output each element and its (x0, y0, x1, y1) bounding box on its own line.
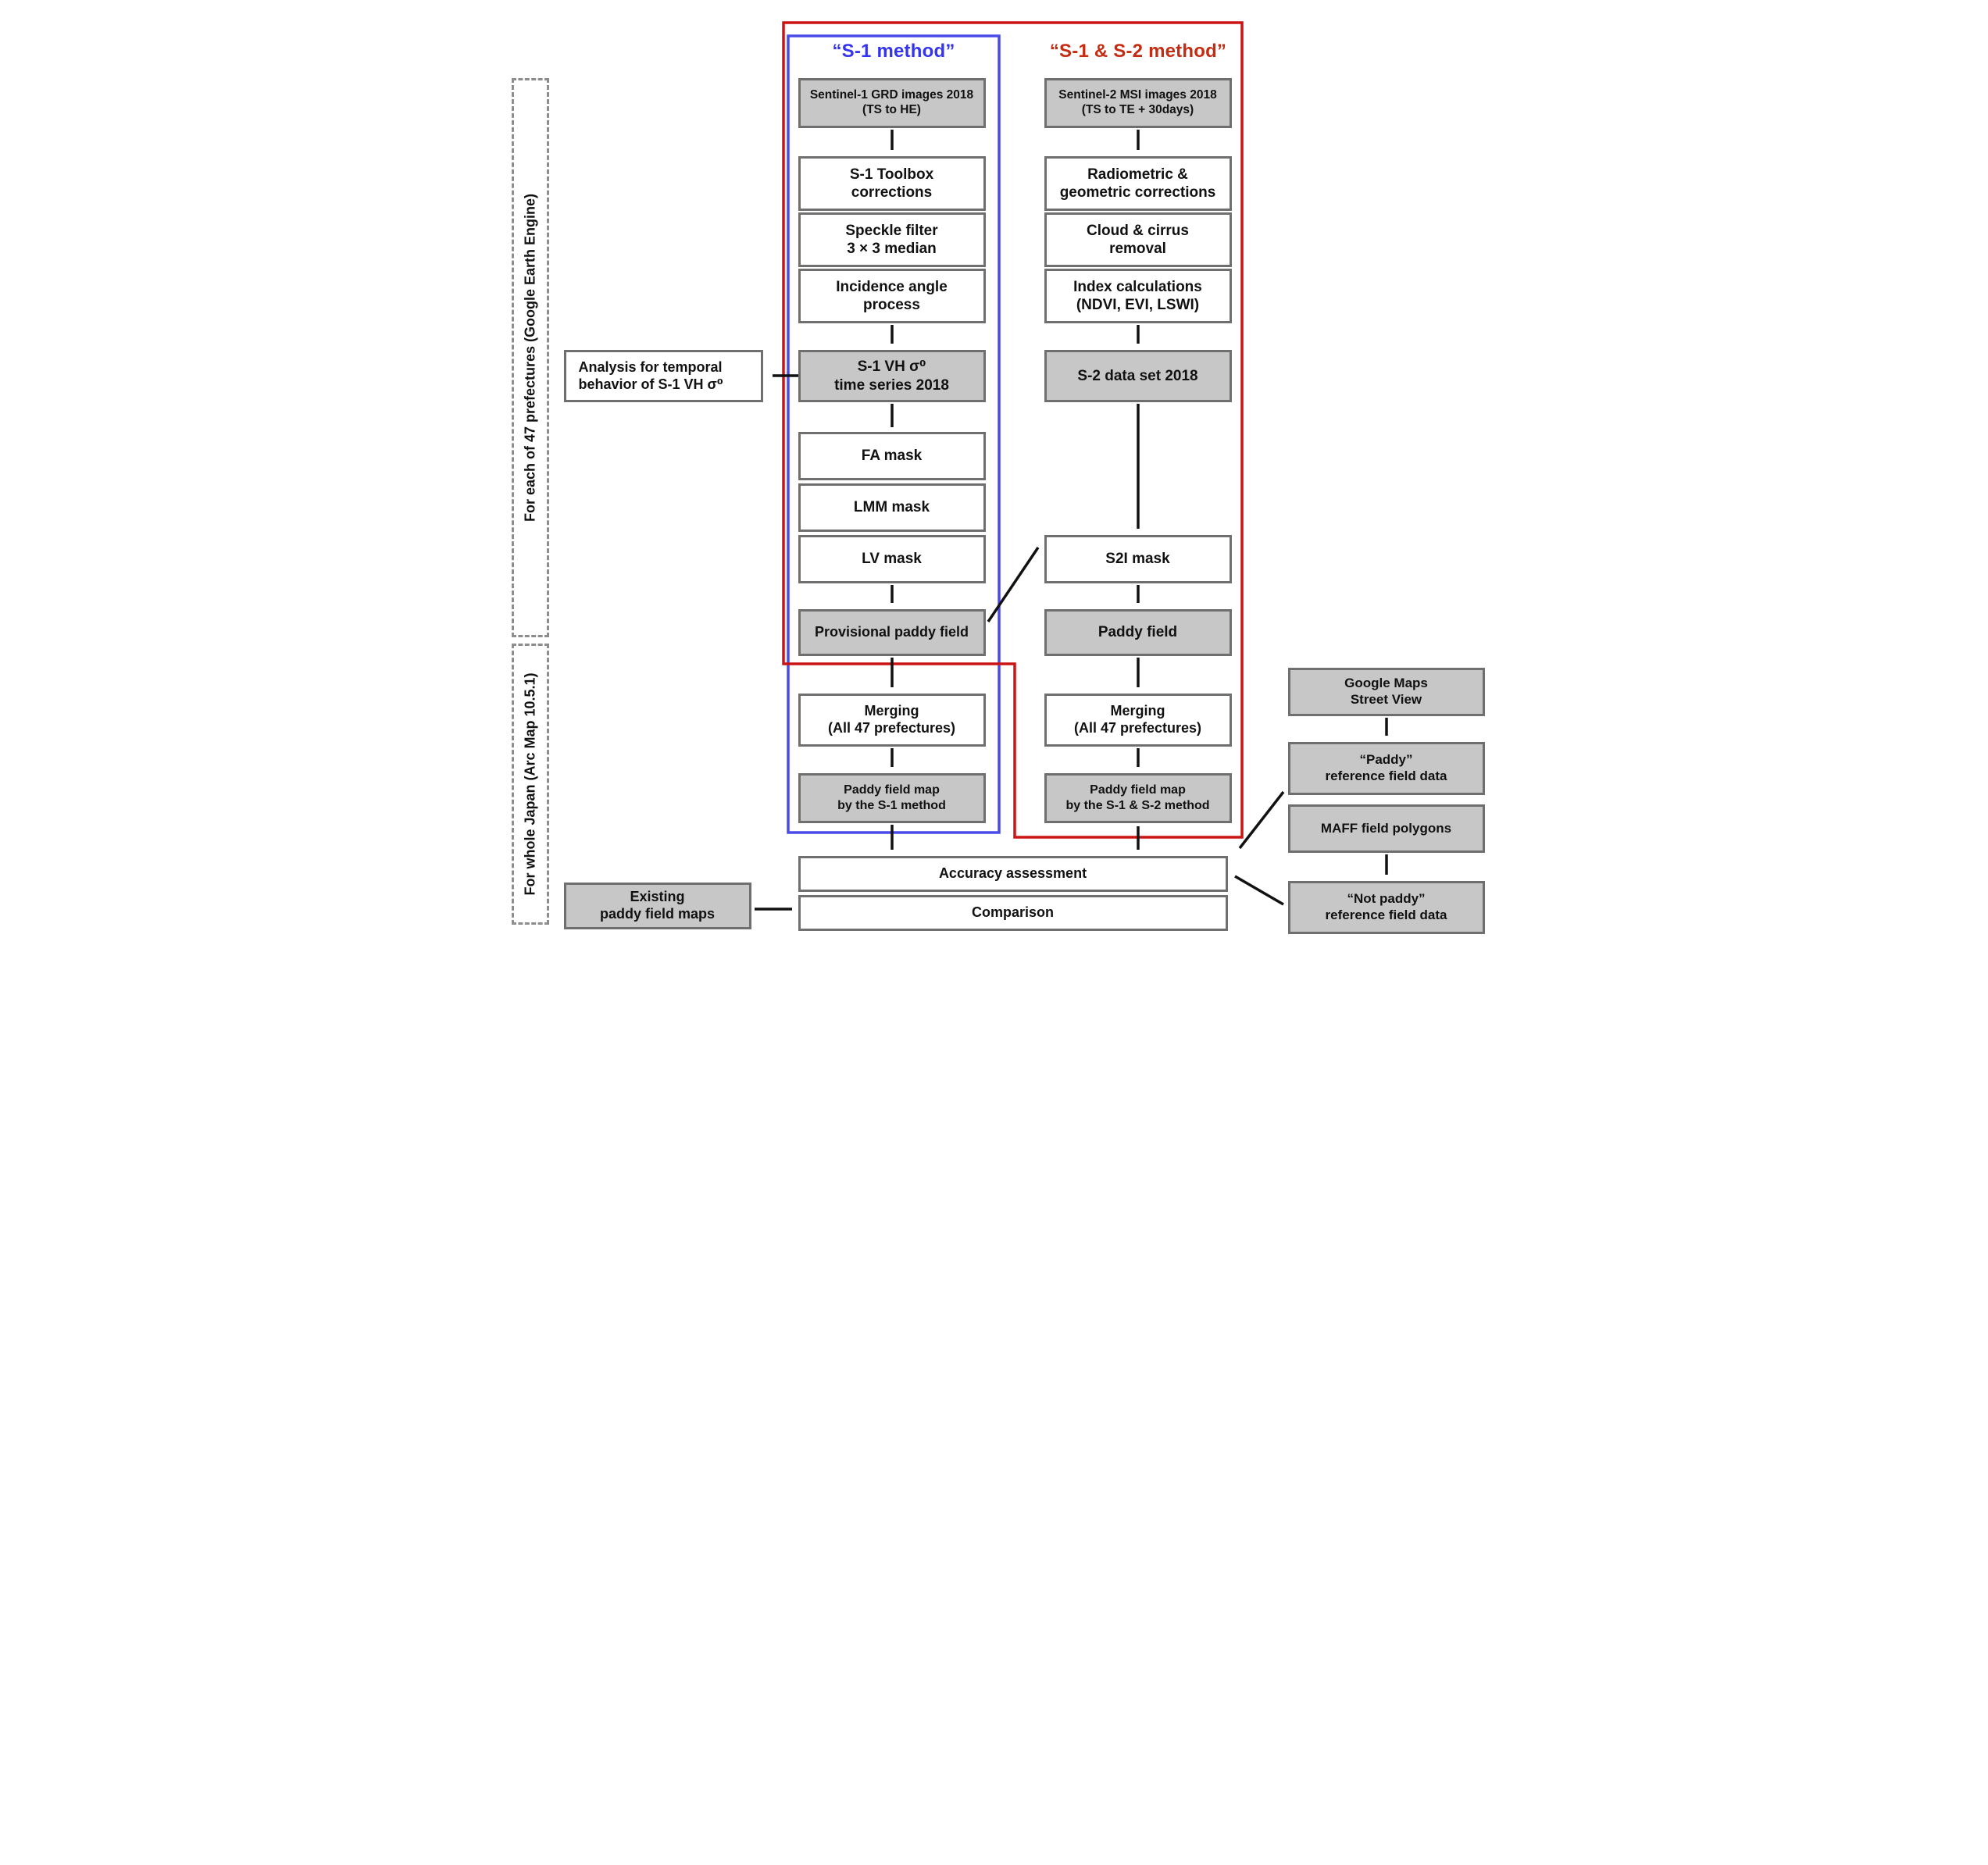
box-label: Index calculations (NDVI, EVI, LSWI) (1073, 278, 1202, 313)
title-s1-method: “S-1 method” (832, 41, 955, 62)
box-s1-toolbox-corrections: S-1 Toolbox corrections (798, 156, 986, 211)
box-lv-mask: LV mask (798, 535, 986, 583)
box-label: Sentinel-1 GRD images 2018 (TS to HE) (809, 88, 974, 116)
box-notpaddy-reference-field-data: “Not paddy” reference field data (1287, 881, 1485, 934)
box-speckle-filter: Speckle filter 3 × 3 median (798, 212, 986, 267)
box-label: Radiometric & geometric corrections (1059, 166, 1216, 201)
box-paddy-field: Paddy field (1044, 609, 1232, 656)
box-existing-paddy-field-maps: Existing paddy field maps (563, 883, 751, 929)
box-s2-data-set: S-2 data set 2018 (1044, 350, 1232, 402)
box-merging-s1: Merging (All 47 prefectures) (798, 694, 986, 747)
box-sentinel2-msi-images: Sentinel-2 MSI images 2018 (TS to TE + 3… (1044, 78, 1232, 128)
box-label: Provisional paddy field (814, 624, 969, 640)
box-comparison: Comparison (798, 895, 1228, 931)
box-paddy-field-map-s1s2: Paddy field map by the S-1 & S-2 method (1044, 773, 1232, 823)
box-label: Merging (All 47 prefectures) (827, 703, 956, 736)
box-label: FA mask (861, 448, 923, 465)
box-s2i-mask: S2I mask (1044, 535, 1232, 583)
box-index-calculations: Index calculations (NDVI, EVI, LSWI) (1044, 269, 1232, 323)
scope-box-prefectures: For each of 47 prefectures (Google Earth… (511, 78, 549, 637)
box-label: Analysis for temporal behavior of S-1 VH… (578, 358, 723, 392)
box-analysis-temporal-behavior: Analysis for temporal behavior of S-1 VH… (563, 350, 763, 402)
flow-arrows-overlay (754, 21, 1388, 911)
box-merging-s2: Merging (All 47 prefectures) (1044, 694, 1232, 747)
box-sentinel1-grd-images: Sentinel-1 GRD images 2018 (TS to HE) (798, 78, 986, 128)
box-label: Comparison (971, 904, 1054, 921)
box-label: “Paddy” reference field data (1325, 752, 1447, 783)
box-paddy-field-map-s1: Paddy field map by the S-1 method (798, 773, 986, 823)
box-maff-field-polygons: MAFF field polygons (1287, 804, 1485, 853)
box-label: S-1 Toolbox corrections (849, 166, 934, 201)
box-label: Accuracy assessment (938, 865, 1087, 882)
box-radiometric-geometric-corrections: Radiometric & geometric corrections (1044, 156, 1232, 211)
box-label: Merging (All 47 prefectures) (1073, 703, 1202, 736)
box-lmm-mask: LMM mask (798, 483, 986, 532)
box-label: Paddy field (1098, 624, 1178, 641)
box-provisional-paddy-field: Provisional paddy field (798, 609, 986, 656)
box-label: Incidence angle process (836, 278, 948, 313)
box-label: Speckle filter 3 × 3 median (845, 222, 938, 257)
box-label: Cloud & cirrus removal (1087, 222, 1189, 257)
box-label: MAFF field polygons (1320, 820, 1452, 836)
box-label: LMM mask (853, 499, 930, 516)
box-label: S-2 data set 2018 (1077, 367, 1198, 384)
box-label: Paddy field map by the S-1 method (837, 783, 946, 812)
flowchart-canvas: For each of 47 prefectures (Google Earth… (497, 0, 1491, 937)
box-fa-mask: FA mask (798, 432, 986, 480)
box-incidence-angle-process: Incidence angle process (798, 269, 986, 323)
arrow-notpaddy-ref-to-accuracy (1233, 875, 1284, 906)
scope-label-whole-japan: For whole Japan (Arc Map 10.5.1) (522, 672, 537, 896)
arrow-provisional-to-s2i-mask (987, 547, 1039, 622)
box-label: Google Maps Street View (1344, 676, 1428, 707)
box-label: LV mask (862, 551, 922, 568)
box-paddy-reference-field-data: “Paddy” reference field data (1287, 742, 1485, 795)
box-label: S-1 VH σ⁰ time series 2018 (834, 358, 949, 394)
box-label: Sentinel-2 MSI images 2018 (TS to TE + 3… (1058, 88, 1217, 116)
box-s1-vh-time-series: S-1 VH σ⁰ time series 2018 (798, 350, 986, 402)
box-accuracy-assessment: Accuracy assessment (798, 856, 1228, 892)
box-google-maps-street-view: Google Maps Street View (1287, 668, 1485, 716)
title-s1-s2-method: “S-1 & S-2 method” (1049, 41, 1227, 62)
scope-label-prefectures: For each of 47 prefectures (Google Earth… (522, 193, 537, 522)
box-label: Existing paddy field maps (599, 889, 716, 922)
box-cloud-cirrus-removal: Cloud & cirrus removal (1044, 212, 1232, 267)
scope-box-whole-japan: For whole Japan (Arc Map 10.5.1) (511, 644, 549, 925)
arrow-paddy-ref-to-accuracy (1238, 790, 1284, 850)
box-label: Paddy field map by the S-1 & S-2 method (1065, 783, 1210, 812)
box-label: S2I mask (1105, 551, 1170, 568)
box-label: “Not paddy” reference field data (1325, 891, 1447, 922)
